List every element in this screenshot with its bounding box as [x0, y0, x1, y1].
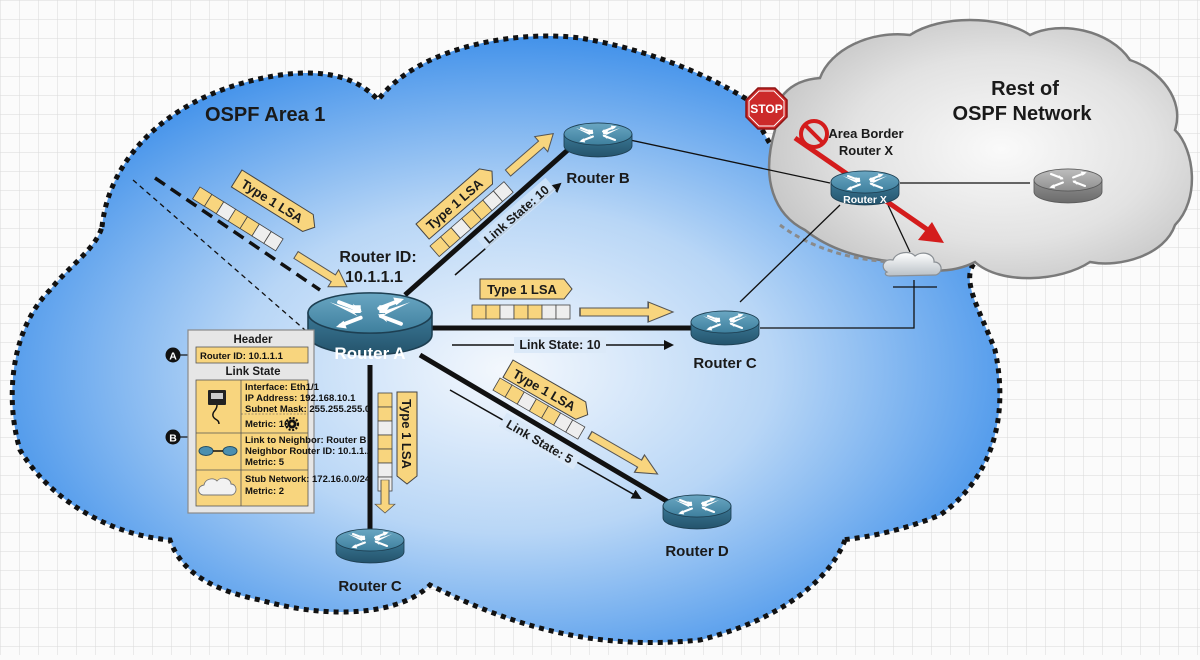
- neighbor-routers-icon: [198, 446, 238, 456]
- svg-text:A: A: [169, 351, 177, 363]
- lsa-detail-panel: Header Router ID: 10.1.1.1 Link State In…: [187, 329, 372, 514]
- dashed-link-thin: [132, 179, 306, 331]
- panel-subnet: Subnet Mask: 255.255.255.0: [245, 404, 370, 415]
- link-a-to-b: [403, 146, 572, 297]
- abr-label-2: Router X: [839, 143, 894, 158]
- svg-text:STOP: STOP: [750, 102, 782, 116]
- stub-network-cloud-icon: [882, 251, 942, 277]
- link-b-to-x: [629, 139, 831, 184]
- gear-icon: [284, 416, 300, 432]
- router-b-label: Router B: [566, 170, 630, 187]
- router-x-name: Router X: [843, 194, 887, 206]
- link-c-to-x: [739, 204, 841, 303]
- link-c-to-stub: [760, 280, 915, 329]
- router-c-right-label: Router C: [693, 355, 757, 372]
- prohibited-icon: [799, 119, 829, 149]
- link-x-to-cloud: [887, 204, 911, 253]
- lsa-to-c-group: Type 1 LSA: [471, 278, 674, 323]
- remote-router[interactable]: [1032, 167, 1104, 205]
- panel-metric-2: Metric: 2: [245, 486, 284, 497]
- router-a-label: Router A: [334, 344, 405, 363]
- abr-label-1: Area Border: [828, 126, 903, 141]
- rest-of-network-title-1: Rest of: [991, 78, 1059, 100]
- router-c-bottom-label: Router C: [338, 578, 402, 595]
- panel-interface: Interface: Eth1/1: [245, 382, 320, 393]
- panel-ip: IP Address: 192.168.10.1: [245, 393, 356, 404]
- rest-of-network-title-2: OSPF Network: [953, 103, 1093, 125]
- panel-stub-network: Stub Network: 172.16.0.0/24: [245, 474, 371, 485]
- router-c-right[interactable]: [689, 309, 761, 347]
- stop-sign-icon: STOP: [745, 87, 788, 130]
- panel-header-title: Header: [234, 334, 274, 346]
- ethernet-port-icon: [208, 390, 226, 425]
- panel-metric-10: Metric: 10: [245, 419, 289, 430]
- lsa-label: Type 1 LSA: [487, 282, 557, 297]
- stub-cloud-icon: [198, 477, 237, 496]
- svg-text:B: B: [169, 433, 177, 445]
- lsa-label: Type 1 LSA: [399, 399, 414, 469]
- rest-of-network-cloud: [767, 18, 1194, 280]
- blocked-flood-arrow: [918, 222, 944, 243]
- router-d[interactable]: [661, 493, 733, 531]
- link-state-c-label: Link State: 10: [519, 338, 600, 352]
- area-title: OSPF Area 1: [205, 104, 325, 126]
- panel-router-id: Router ID: 10.1.1.1: [200, 351, 284, 362]
- panel-metric-5: Metric: 5: [245, 457, 285, 468]
- panel-link-state-title: Link State: [226, 366, 281, 378]
- router-id-value: 10.1.1.1: [345, 269, 403, 286]
- router-id-label: Router ID:: [339, 249, 416, 266]
- dashed-link-bold: [154, 176, 321, 292]
- router-b[interactable]: [562, 121, 634, 159]
- link-a-to-d: [418, 352, 672, 506]
- panel-neighbor-link: Link to Neighbor: Router B: [245, 435, 367, 446]
- panel-neighbor-id: Neighbor Router ID: 10.1.1.2: [245, 446, 372, 457]
- lsa-to-c-bottom-group: Type 1 LSA: [374, 391, 418, 514]
- router-c-bottom[interactable]: [334, 527, 406, 565]
- router-d-label: Router D: [665, 543, 729, 560]
